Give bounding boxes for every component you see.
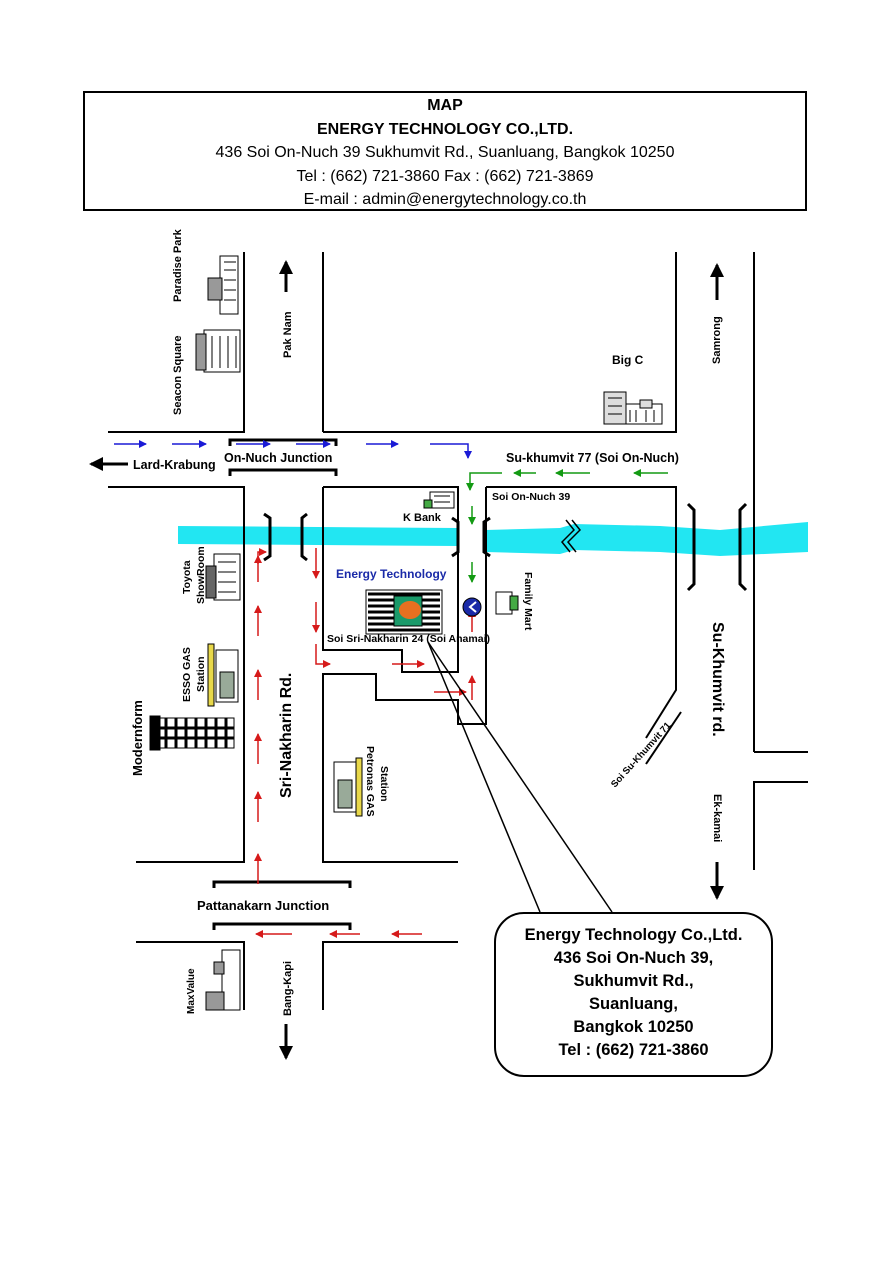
- blue-arrows: [114, 440, 472, 459]
- canal-break-mark: [560, 519, 582, 553]
- callout-line1: Energy Technology Co.,Ltd.: [524, 926, 743, 944]
- k-bank-building: [423, 491, 455, 509]
- header-box: MAP ENERGY TECHNOLOGY CO.,LTD. 436 Soi O…: [83, 91, 807, 211]
- header-email: E-mail : admin@energytechnology.co.th: [303, 191, 587, 208]
- label-petronas-line1: Petronas GAS: [364, 746, 376, 817]
- label-sukhumvit-77: Su-khumvit 77 (Soi On-Nuch): [506, 451, 679, 465]
- label-samrong: Samrong: [711, 316, 723, 364]
- callout-line6: Tel : (662) 721-3860: [558, 1041, 709, 1059]
- maxvalue-building: [205, 949, 241, 1011]
- label-soi-sri-nakharin-24: Soi Sri-Nakharin 24 (Soi Anamai): [327, 633, 490, 645]
- label-k-bank: K Bank: [403, 512, 442, 524]
- canal-east: [486, 522, 808, 556]
- label-esso-line2: Station: [195, 656, 207, 692]
- canal: [178, 526, 458, 546]
- address-callout: Energy Technology Co.,Ltd. 436 Soi On-Nu…: [494, 912, 773, 1077]
- label-pak-nam: Pak Nam: [282, 311, 294, 358]
- label-seacon-square: Seacon Square: [172, 336, 184, 415]
- header-phone: Tel : (662) 721-3860 Fax : (662) 721-386…: [296, 167, 594, 185]
- label-sukhumvit-rd: Su-Khumvit rd.: [709, 622, 726, 737]
- label-toyota-line2: ShowRoom: [195, 546, 207, 604]
- callout-line5: Bangkok 10250: [573, 1018, 694, 1036]
- label-esso-line1: ESSO GAS: [181, 647, 193, 702]
- label-ek-kamai: Ek-kamai: [711, 794, 723, 842]
- petronas-gas-station: [333, 757, 363, 817]
- label-on-nuch-junction: On-Nuch Junction: [224, 451, 332, 465]
- header-address: 436 Soi On-Nuch 39 Sukhumvit Rd., Suanlu…: [215, 144, 675, 161]
- bridge-brackets: [212, 438, 748, 930]
- road-network: [108, 252, 808, 1010]
- callout-line3: Sukhumvit Rd.,: [573, 972, 694, 990]
- green-arrows: [466, 469, 668, 583]
- big-c-building: [603, 391, 663, 425]
- energy-technology-building: [365, 589, 443, 635]
- label-modernform-line1: Modernform: [130, 700, 145, 776]
- label-big-c: Big C: [612, 353, 644, 367]
- callout-pointer: [427, 641, 613, 913]
- label-modernform-line2: Bld.: [148, 715, 163, 740]
- label-soi-sukhumvit-71: Soi Su-Khumvit 71: [609, 720, 674, 790]
- label-soi-on-nuch-39: Soi On-Nuch 39: [492, 491, 570, 503]
- label-bang-kapi: Bang-Kapi: [282, 961, 294, 1016]
- label-toyota-line1: Toyota: [181, 560, 193, 594]
- header-company: ENERGY TECHNOLOGY CO.,LTD.: [316, 120, 574, 138]
- label-family-mart: Family Mart: [522, 572, 534, 631]
- label-sri-nakharin-rd: Sri-Nakharin Rd.: [278, 673, 295, 798]
- label-energy-technology: Energy Technology: [336, 567, 447, 581]
- u-turn-icon: [462, 597, 482, 617]
- modernform-building: [149, 715, 235, 751]
- seacon-square-building: [195, 329, 241, 373]
- label-pattanakarn-junction: Pattanakarn Junction: [197, 898, 329, 913]
- label-paradise-park: Paradise Park: [172, 228, 184, 302]
- callout-line4: Suanluang,: [589, 995, 678, 1013]
- callout-line2: 436 Soi On-Nuch 39,: [553, 949, 714, 967]
- label-lard-krabung: Lard-Krabung: [133, 458, 216, 472]
- toyota-showroom-building: [205, 553, 241, 601]
- label-petronas-line2: Station: [378, 766, 390, 802]
- paradise-park-building: [207, 255, 239, 315]
- label-maxvalue: MaxValue: [186, 968, 197, 1014]
- esso-gas-station: [207, 643, 239, 707]
- header-title: MAP: [427, 97, 463, 114]
- family-mart-building: [495, 591, 519, 615]
- red-arrows: [254, 548, 476, 938]
